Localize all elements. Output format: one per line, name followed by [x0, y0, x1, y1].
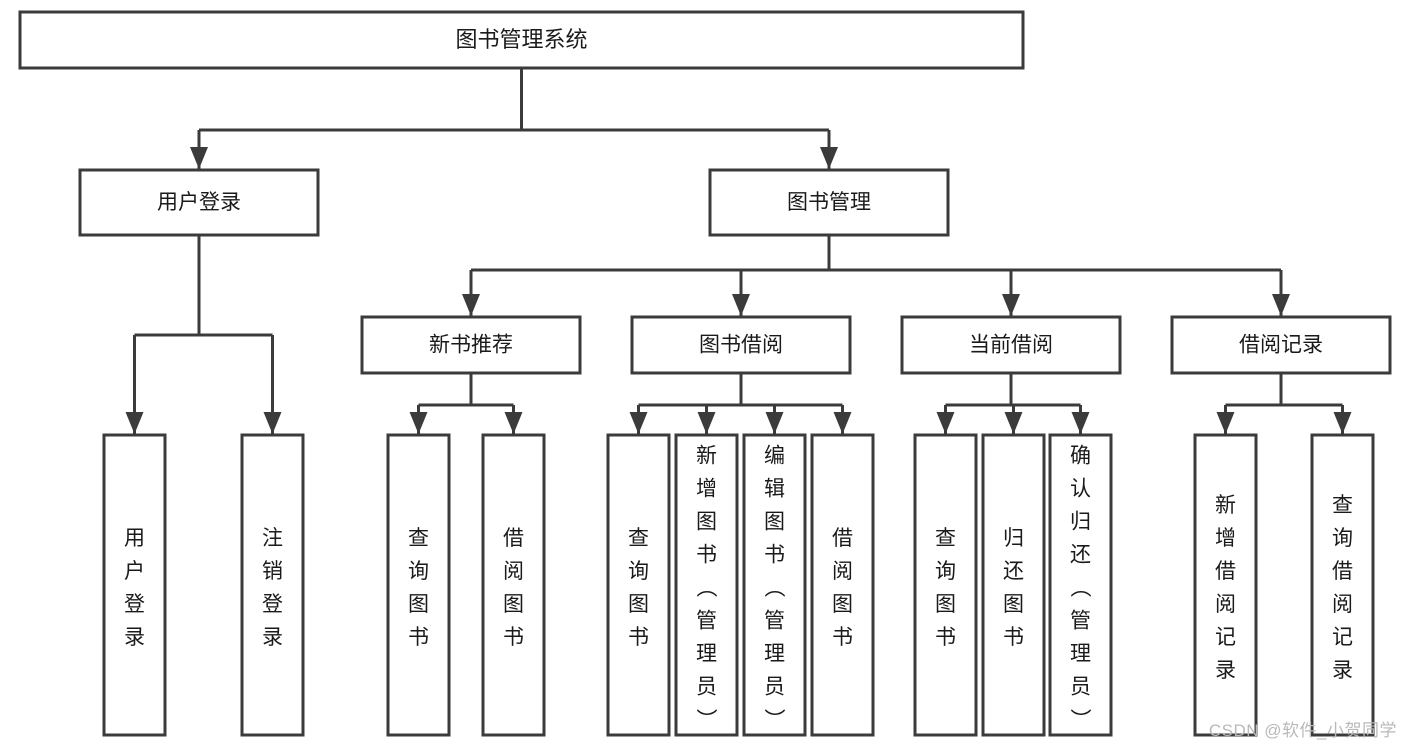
- arrow-head-icon: [697, 412, 716, 434]
- node-leaf-edit-book-label: 编辑图书（管理员）: [764, 445, 786, 732]
- arrow-head-icon: [1333, 412, 1352, 434]
- node-current-borrow[interactable]: 当前借阅: [900, 315, 1122, 375]
- node-leaf-query-record-box: [1310, 433, 1375, 737]
- node-leaf-query-book-1-box: [386, 433, 451, 737]
- node-book-borrow[interactable]: 图书借阅: [630, 315, 852, 375]
- node-leaf-query-book-1[interactable]: 查询图书: [386, 433, 451, 737]
- node-leaf-user-logout-label: 注销登录: [262, 527, 283, 649]
- node-leaf-edit-book[interactable]: 编辑图书（管理员）: [742, 433, 807, 737]
- node-leaf-add-record[interactable]: 新增借阅记录: [1193, 433, 1258, 737]
- node-leaf-add-book-box: [674, 433, 739, 737]
- node-leaf-user-login[interactable]: 用户登录: [102, 433, 167, 737]
- node-new-book-rec-label: 新书推荐: [429, 334, 513, 357]
- arrow-head-icon: [1216, 412, 1235, 434]
- connector-layer: [125, 68, 1352, 434]
- arrow-head-icon: [409, 412, 428, 434]
- arrow-head-icon: [263, 412, 282, 434]
- node-leaf-query-book-3-label: 查询图书: [935, 527, 956, 649]
- node-leaf-user-logout-box: [240, 433, 305, 737]
- node-borrow-record-box: [1170, 315, 1392, 375]
- node-leaf-query-book-2-box: [606, 433, 671, 737]
- arrow-head-icon: [1272, 294, 1290, 316]
- node-user-login-label: 用户登录: [157, 191, 241, 214]
- node-leaf-query-book-2[interactable]: 查询图书: [606, 433, 671, 737]
- watermark-text: CSDN @软件_小贺同学: [1208, 721, 1397, 740]
- arrow-head-icon: [190, 147, 208, 169]
- arrow-head-icon: [765, 412, 784, 434]
- arrow-head-icon: [1004, 412, 1023, 434]
- node-leaf-query-book-3-box: [913, 433, 978, 737]
- node-new-book-rec[interactable]: 新书推荐: [360, 315, 582, 375]
- node-leaf-borrow-book-1[interactable]: 借阅图书: [481, 433, 546, 737]
- node-book-manage[interactable]: 图书管理: [708, 168, 950, 237]
- node-borrow-record-label: 借阅记录: [1239, 334, 1323, 357]
- node-user-login-box: [78, 168, 320, 237]
- node-leaf-confirm-return-box: [1048, 433, 1113, 737]
- node-book-borrow-label: 图书借阅: [699, 334, 783, 357]
- node-leaf-query-record[interactable]: 查询借阅记录: [1310, 433, 1375, 737]
- node-root[interactable]: 图书管理系统: [18, 10, 1025, 70]
- node-layer: 图书管理系统用户登录图书管理新书推荐图书借阅当前借阅借阅记录用户登录注销登录查询…: [18, 10, 1392, 737]
- node-root-box: [18, 10, 1025, 70]
- node-root-label: 图书管理系统: [455, 27, 587, 52]
- node-leaf-add-book-label: 新增图书（管理员）: [696, 445, 718, 732]
- node-leaf-confirm-return-label: 确认归还（管理员）: [1070, 445, 1092, 732]
- arrow-head-icon: [1002, 294, 1020, 316]
- arrow-head-icon: [732, 294, 750, 316]
- node-borrow-record[interactable]: 借阅记录: [1170, 315, 1392, 375]
- node-leaf-user-logout[interactable]: 注销登录: [240, 433, 305, 737]
- node-leaf-query-book-1-label: 查询图书: [408, 527, 429, 649]
- arrow-head-icon: [833, 412, 852, 434]
- node-book-borrow-box: [630, 315, 852, 375]
- node-leaf-borrow-book-2-label: 借阅图书: [832, 527, 853, 649]
- node-leaf-user-login-box: [102, 433, 167, 737]
- arrow-head-icon: [504, 412, 523, 434]
- node-leaf-query-record-label: 查询借阅记录: [1332, 494, 1353, 682]
- arrow-head-icon: [125, 412, 144, 434]
- arrow-head-icon: [820, 147, 838, 169]
- node-current-borrow-box: [900, 315, 1122, 375]
- node-leaf-borrow-book-1-box: [481, 433, 546, 737]
- node-leaf-confirm-return[interactable]: 确认归还（管理员）: [1048, 433, 1113, 737]
- arrow-head-icon: [936, 412, 955, 434]
- arrow-head-icon: [462, 294, 480, 316]
- node-leaf-add-record-box: [1193, 433, 1258, 737]
- node-leaf-query-book-3[interactable]: 查询图书: [913, 433, 978, 737]
- node-new-book-rec-box: [360, 315, 582, 375]
- node-leaf-edit-book-box: [742, 433, 807, 737]
- node-user-login[interactable]: 用户登录: [78, 168, 320, 237]
- node-leaf-return-book[interactable]: 归还图书: [981, 433, 1046, 737]
- node-leaf-borrow-book-2[interactable]: 借阅图书: [810, 433, 875, 737]
- arrow-head-icon: [629, 412, 648, 434]
- node-leaf-borrow-book-1-label: 借阅图书: [503, 527, 524, 649]
- node-leaf-return-book-label: 归还图书: [1003, 527, 1024, 649]
- node-book-manage-label: 图书管理: [787, 191, 871, 214]
- node-leaf-return-book-box: [981, 433, 1046, 737]
- node-leaf-add-book[interactable]: 新增图书（管理员）: [674, 433, 739, 737]
- node-book-manage-box: [708, 168, 950, 237]
- node-leaf-query-book-2-label: 查询图书: [628, 527, 649, 649]
- node-leaf-user-login-label: 用户登录: [124, 527, 145, 649]
- node-leaf-borrow-book-2-box: [810, 433, 875, 737]
- node-leaf-add-record-label: 新增借阅记录: [1215, 494, 1236, 682]
- node-current-borrow-label: 当前借阅: [969, 334, 1053, 357]
- arrow-head-icon: [1071, 412, 1090, 434]
